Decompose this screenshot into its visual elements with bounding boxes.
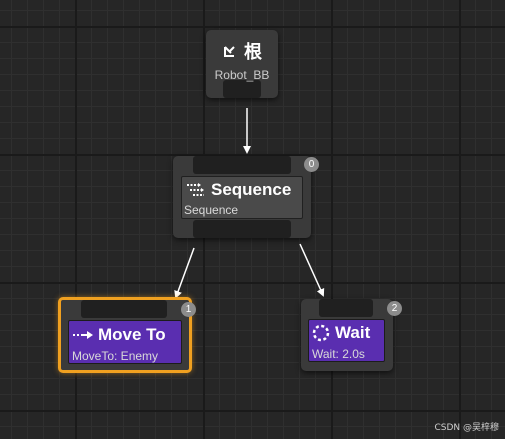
wait-node[interactable]: Wait Wait: 2.0s 2 [301,299,402,371]
move-to-subtitle: MoveTo: Enemy [72,349,159,363]
wait-subtitle: Wait: 2.0s [312,347,365,361]
wait-index-badge: 2 [387,301,402,316]
move-to-icon [72,329,94,341]
wire-sequence-to-move-to [174,247,195,299]
wait-icon [312,324,330,342]
move-to-index-badge: 1 [181,302,196,317]
sequence-icon [186,182,206,198]
sequence-title: Sequence [211,180,292,199]
root-icon [222,43,238,59]
sequence-subtitle: Sequence [184,203,239,217]
sequence-input-pin[interactable] [193,156,291,174]
sequence-index-badge: 0 [304,157,319,172]
sequence-body: Sequence Sequence [181,176,303,219]
root-output-pin[interactable] [223,80,261,98]
sequence-output-pin[interactable] [193,220,291,238]
wait-title: Wait [335,323,371,342]
wire-sequence-to-wait [299,243,325,297]
move-to-input-pin[interactable] [81,300,167,318]
root-title: 根 [244,42,262,63]
wait-input-pin[interactable] [319,299,373,317]
root-subtitle: Robot_BB [214,68,270,82]
move-to-node[interactable]: Move To MoveTo: Enemy 1 [58,297,196,373]
sequence-node[interactable]: Sequence Sequence 0 [173,156,319,238]
move-to-title: Move To [98,325,166,344]
watermark: CSDN @吴梓穆 [434,423,499,433]
root-node[interactable]: 根 Robot_BB [206,30,278,98]
move-to-body: Move To MoveTo: Enemy [68,320,182,364]
wait-body: Wait Wait: 2.0s [308,319,385,362]
